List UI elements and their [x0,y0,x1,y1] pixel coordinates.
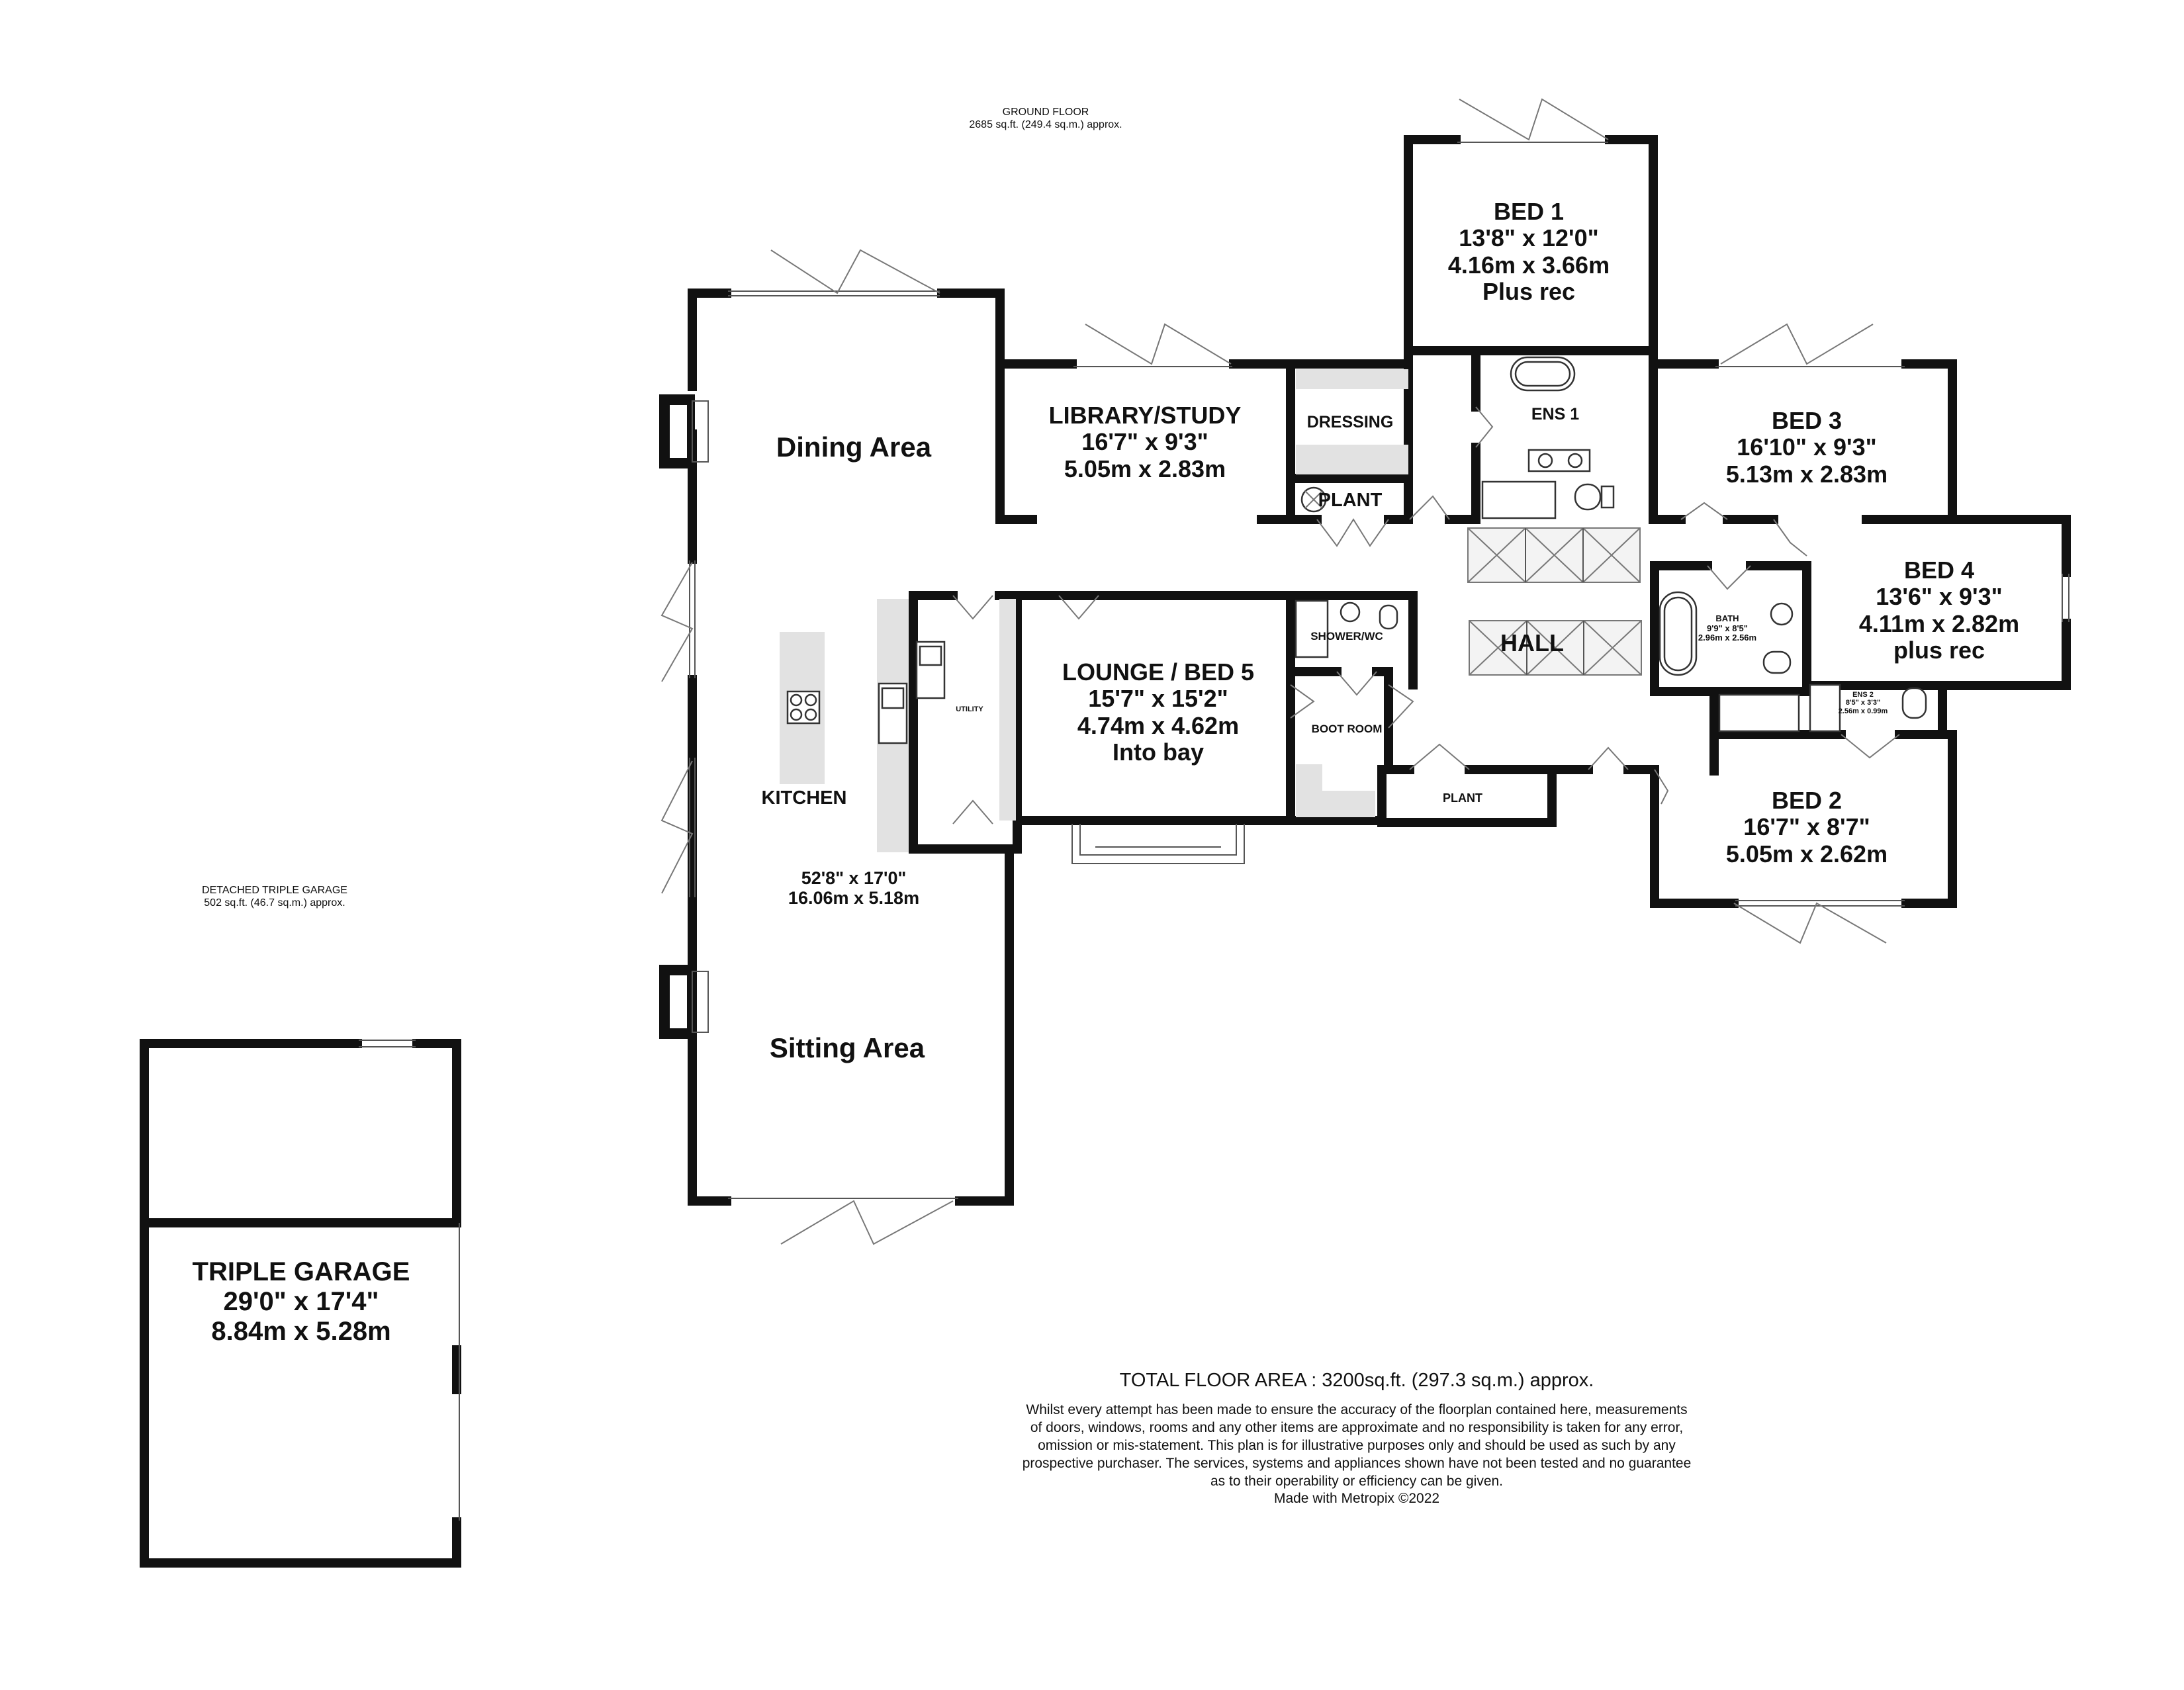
bed4-note: plus rec [1893,636,1985,664]
dressing-name: DRESSING [1306,413,1394,431]
room-label-bath: BATH 9'9" x 8'5" 2.96m x 2.56m [1684,613,1770,643]
floor-name: GROUND FLOOR [1002,107,1089,118]
bootroom-name: BOOT ROOM [1311,723,1383,735]
room-label-garage: TRIPLE GARAGE 29'0" x 17'4" 8.84m x 5.28… [159,1257,443,1346]
bathroom-fittings [1659,591,1927,733]
room-label-hall: HALL [1482,629,1582,656]
room-label-shower-wc: SHOWER/WC [1307,630,1387,643]
room-label-boot-room: BOOT ROOM [1307,723,1387,735]
hall-name: HALL [1500,629,1564,656]
ens1-name: ENS 1 [1531,405,1580,423]
bed4-name: BED 4 [1903,556,1975,584]
kitchen-dim-imperial: 52'8" x 17'0" [801,868,907,888]
room-label-library: LIBRARY/STUDY 16'7" x 9'3" 5.05m x 2.83m [1019,402,1271,482]
bed1-name: BED 1 [1493,198,1565,225]
room-label-ens1: ENS 1 [1509,405,1602,423]
ground-floor-header: GROUND FLOOR 2685 sq.ft. (249.4 sq.m.) a… [940,106,1152,131]
room-label-dressing: DRESSING [1297,413,1403,431]
room-label-utility: UTILITY [943,705,996,713]
floor-area: 2685 sq.ft. (249.4 sq.m.) approx. [969,119,1122,131]
disclaimer-line: prospective purchaser. The services, sys… [1022,1455,1692,1471]
library-dim-metric: 5.05m x 2.83m [1064,455,1226,482]
plant1-name: PLANT [1318,490,1383,511]
bifold-doors [660,98,1887,1245]
bed1-note: Plus rec [1482,277,1576,305]
garage-header: DETACHED TRIPLE GARAGE 502 sq.ft. (46.7 … [165,884,384,909]
bed2-dim-imperial: 16'7" x 8'7" [1743,813,1870,841]
room-label-bed3: BED 3 16'10" x 9'3" 5.13m x 2.83m [1694,407,1919,488]
garage-dim-imperial: 29'0" x 17'4" [223,1286,379,1316]
bed3-name: BED 3 [1771,407,1843,434]
room-label-sitting: Sitting Area [735,1032,960,1063]
disclaimer-line: Made with Metropix ©2022 [1273,1491,1440,1507]
bed4-dim-imperial: 13'6" x 9'3" [1876,583,2003,611]
room-label-plant-1: PLANT [1314,490,1387,511]
bed1-dim-imperial: 13'8" x 12'0" [1459,224,1599,252]
disclaimer-line: of doors, windows, rooms and any other i… [1030,1419,1684,1435]
bed2-name: BED 2 [1771,787,1843,814]
room-label-lounge: LOUNGE / BED 5 15'7" x 15'2" 4.74m x 4.6… [1032,658,1284,766]
bed4-dim-metric: 4.11m x 2.82m [1858,609,2020,637]
internal-doors [952,406,1900,824]
ensuite-1-fittings [1481,356,1615,519]
utility-name: UTILITY [956,705,983,713]
room-label-bed2: BED 2 16'7" x 8'7" 5.05m x 2.62m [1694,787,1919,867]
sitting-name: Sitting Area [769,1032,925,1063]
plant2-name: PLANT [1443,791,1482,805]
ens2-dim-imperial: 8'5" x 3'3" [1845,699,1881,707]
hall-cupboards [1467,527,1642,676]
kitchen-fittings [786,641,946,744]
room-label-kitchen-dims: 52'8" x 17'0" 16.06m x 5.18m [748,868,960,908]
disclaimer-line: omission or mis-statement. This plan is … [1038,1437,1676,1453]
room-label-bed4: BED 4 13'6" x 9'3" 4.11m x 2.82m plus re… [1827,556,2052,664]
room-label-plant-2: PLANT [1423,791,1502,805]
bath-dim-metric: 2.96m x 2.56m [1698,633,1757,643]
bath-name: BATH [1715,613,1739,623]
plant-room-symbol [1300,486,1327,513]
room-label-dining: Dining Area [741,431,966,463]
bed2-dim-metric: 5.05m x 2.62m [1725,840,1888,867]
bay-window [1071,824,1245,864]
room-label-bed1: BED 1 13'8" x 12'0" 4.16m x 3.66m Plus r… [1430,198,1628,305]
garage-header-name: DETACHED TRIPLE GARAGE [202,885,347,896]
shower-name: SHOWER/WC [1310,630,1383,643]
house-walls [659,135,2071,1206]
bed3-dim-imperial: 16'10" x 9'3" [1737,433,1877,461]
garage-dim-metric: 8.84m x 5.28m [211,1316,391,1346]
disclaimer: Whilst every attempt has been made to en… [927,1401,1787,1508]
kitchen-dim-metric: 16.06m x 5.18m [788,888,920,909]
lounge-name: LOUNGE / BED 5 [1062,658,1255,686]
room-label-ens2: ENS 2 8'5" x 3'3" 2.56m x 0.99m [1833,691,1893,715]
kitchen-name: KITCHEN [761,787,847,809]
ens2-dim-metric: 2.56m x 0.99m [1838,707,1888,715]
dining-name: Dining Area [776,431,932,463]
lounge-note: Into bay [1112,738,1204,766]
bed3-dim-metric: 5.13m x 2.83m [1725,460,1888,488]
shower-wc-fittings [1295,600,1398,658]
library-dim-imperial: 16'7" x 9'3" [1081,428,1208,456]
total-floor-area: TOTAL FLOOR AREA : 3200sq.ft. (297.3 sq.… [993,1370,1721,1391]
total-floor-area-text: TOTAL FLOOR AREA : 3200sq.ft. (297.3 sq.… [1119,1370,1594,1391]
lounge-dim-metric: 4.74m x 4.62m [1077,711,1240,739]
disclaimer-line: Whilst every attempt has been made to en… [1026,1402,1688,1417]
bath-dim-imperial: 9'9" x 8'5" [1707,623,1748,633]
garage-header-area: 502 sq.ft. (46.7 sq.m.) approx. [204,897,345,909]
garage-name: TRIPLE GARAGE [192,1257,410,1286]
disclaimer-line: as to their operability or efficiency ca… [1210,1473,1504,1489]
bed1-dim-metric: 4.16m x 3.66m [1447,251,1610,279]
lounge-dim-imperial: 15'7" x 15'2" [1088,685,1228,713]
library-name: LIBRARY/STUDY [1048,402,1242,429]
room-label-kitchen: KITCHEN [748,787,860,809]
ens2-name: ENS 2 [1852,691,1874,699]
